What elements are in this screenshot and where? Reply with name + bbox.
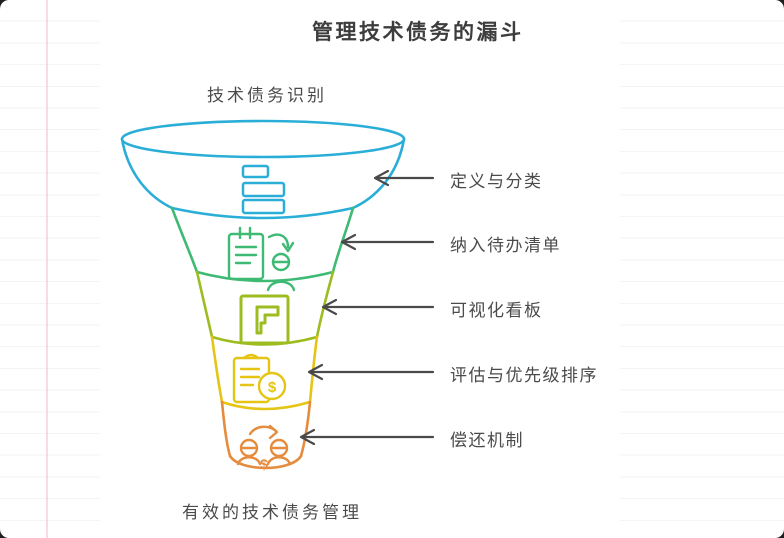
funnel-bottom-label: 有效的技术债务管理 <box>182 503 362 522</box>
arrow-stage-4 <box>307 363 435 381</box>
notebook-margin-line <box>46 0 48 538</box>
funnel-stage-1-shape <box>120 119 406 220</box>
arrow-stage-1 <box>373 169 435 187</box>
list-bars-icon <box>241 164 286 215</box>
dollar-sign-glyph: $ <box>268 379 277 396</box>
page-title: 管理技术债务的漏斗 <box>312 21 524 44</box>
dollar-sign-glyph: $ <box>260 456 268 472</box>
annotation-arrows <box>299 169 435 446</box>
arrow-stage-3 <box>321 298 435 316</box>
clipboard-assign-person-icon <box>227 226 296 292</box>
people-exchange-dollar-icon: $ <box>236 424 292 472</box>
stage-label-backlog: 纳入待办清单 <box>450 236 561 255</box>
clipboard-dollar-icon: $ <box>232 353 287 404</box>
funnel-top-label: 技术债务识别 <box>207 86 327 105</box>
kanban-board-icon <box>239 294 290 345</box>
stage-label-repayment: 偿还机制 <box>450 431 524 450</box>
funnel-stage-4-shape <box>210 335 319 411</box>
diagram-canvas-card <box>100 0 620 538</box>
stage-label-definition: 定义与分类 <box>450 172 543 191</box>
funnel-stage-5-shape <box>220 400 312 470</box>
arrow-stage-2 <box>340 233 435 251</box>
stage-label-prioritization: 评估与优先级排序 <box>450 366 598 385</box>
stage-label-kanban: 可视化看板 <box>450 301 543 320</box>
arrow-stage-5 <box>299 428 435 446</box>
